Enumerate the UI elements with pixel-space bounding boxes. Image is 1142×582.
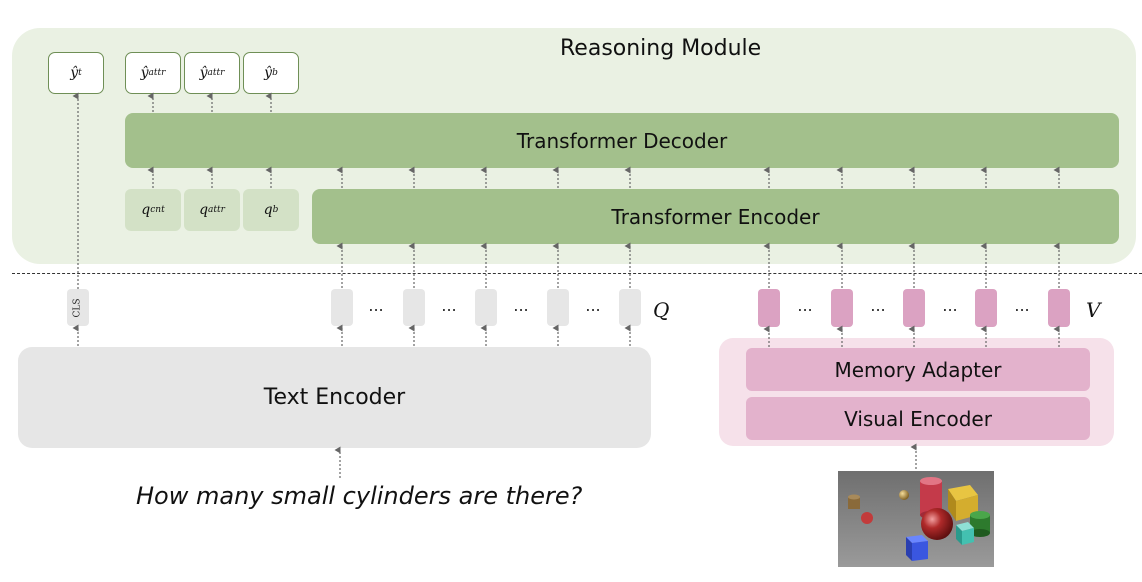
question-text: How many small cylinders are there? <box>136 482 583 510</box>
scene-image <box>838 471 994 567</box>
visual-encoder: Visual Encoder <box>746 397 1090 440</box>
cls-token: CLS <box>67 289 89 326</box>
ellipsis: ... <box>441 296 457 315</box>
ellipsis: ... <box>585 296 601 315</box>
visual-tokens-label: V <box>1086 298 1101 322</box>
text-token <box>331 289 353 326</box>
text-token <box>619 289 641 326</box>
ellipsis: ... <box>513 296 529 315</box>
query-symbol: q <box>199 202 209 218</box>
ellipsis: ... <box>368 296 384 315</box>
output-superscript: b <box>272 68 278 78</box>
query-superscript: attr <box>208 205 225 215</box>
text-token <box>547 289 569 326</box>
output-symbol: ŷ <box>199 65 208 81</box>
text-token <box>403 289 425 326</box>
ellipsis: ... <box>1014 296 1030 315</box>
visual-token <box>758 289 780 327</box>
text-encoder: Text Encoder <box>18 347 651 448</box>
output-superscript: t <box>78 68 82 78</box>
ellipsis: ... <box>942 296 958 315</box>
memory-adapter: Memory Adapter <box>746 348 1090 391</box>
output-symbol: ŷ <box>70 65 79 81</box>
ellipsis: ... <box>870 296 886 315</box>
reasoning-module-title: Reasoning Module <box>560 36 762 61</box>
output-symbol: ŷ <box>264 65 273 81</box>
query-symbol: q <box>141 202 151 218</box>
output-symbol: ŷ <box>140 65 149 81</box>
text-token <box>475 289 497 326</box>
ellipsis: ... <box>797 296 813 315</box>
visual-token <box>975 289 997 327</box>
query-symbol: q <box>263 202 273 218</box>
transformer-encoder: Transformer Encoder <box>312 189 1119 244</box>
visual-token <box>903 289 925 327</box>
query-superscript: b <box>272 205 279 215</box>
text-tokens-label: Q <box>653 298 670 322</box>
visual-token <box>1048 289 1070 327</box>
output-superscript: attr <box>207 68 225 78</box>
transformer-decoder: Transformer Decoder <box>125 113 1119 168</box>
dashed-divider <box>12 273 1142 274</box>
visual-token <box>831 289 853 327</box>
query-superscript: cnt <box>150 205 165 215</box>
output-superscript: attr <box>148 68 166 78</box>
